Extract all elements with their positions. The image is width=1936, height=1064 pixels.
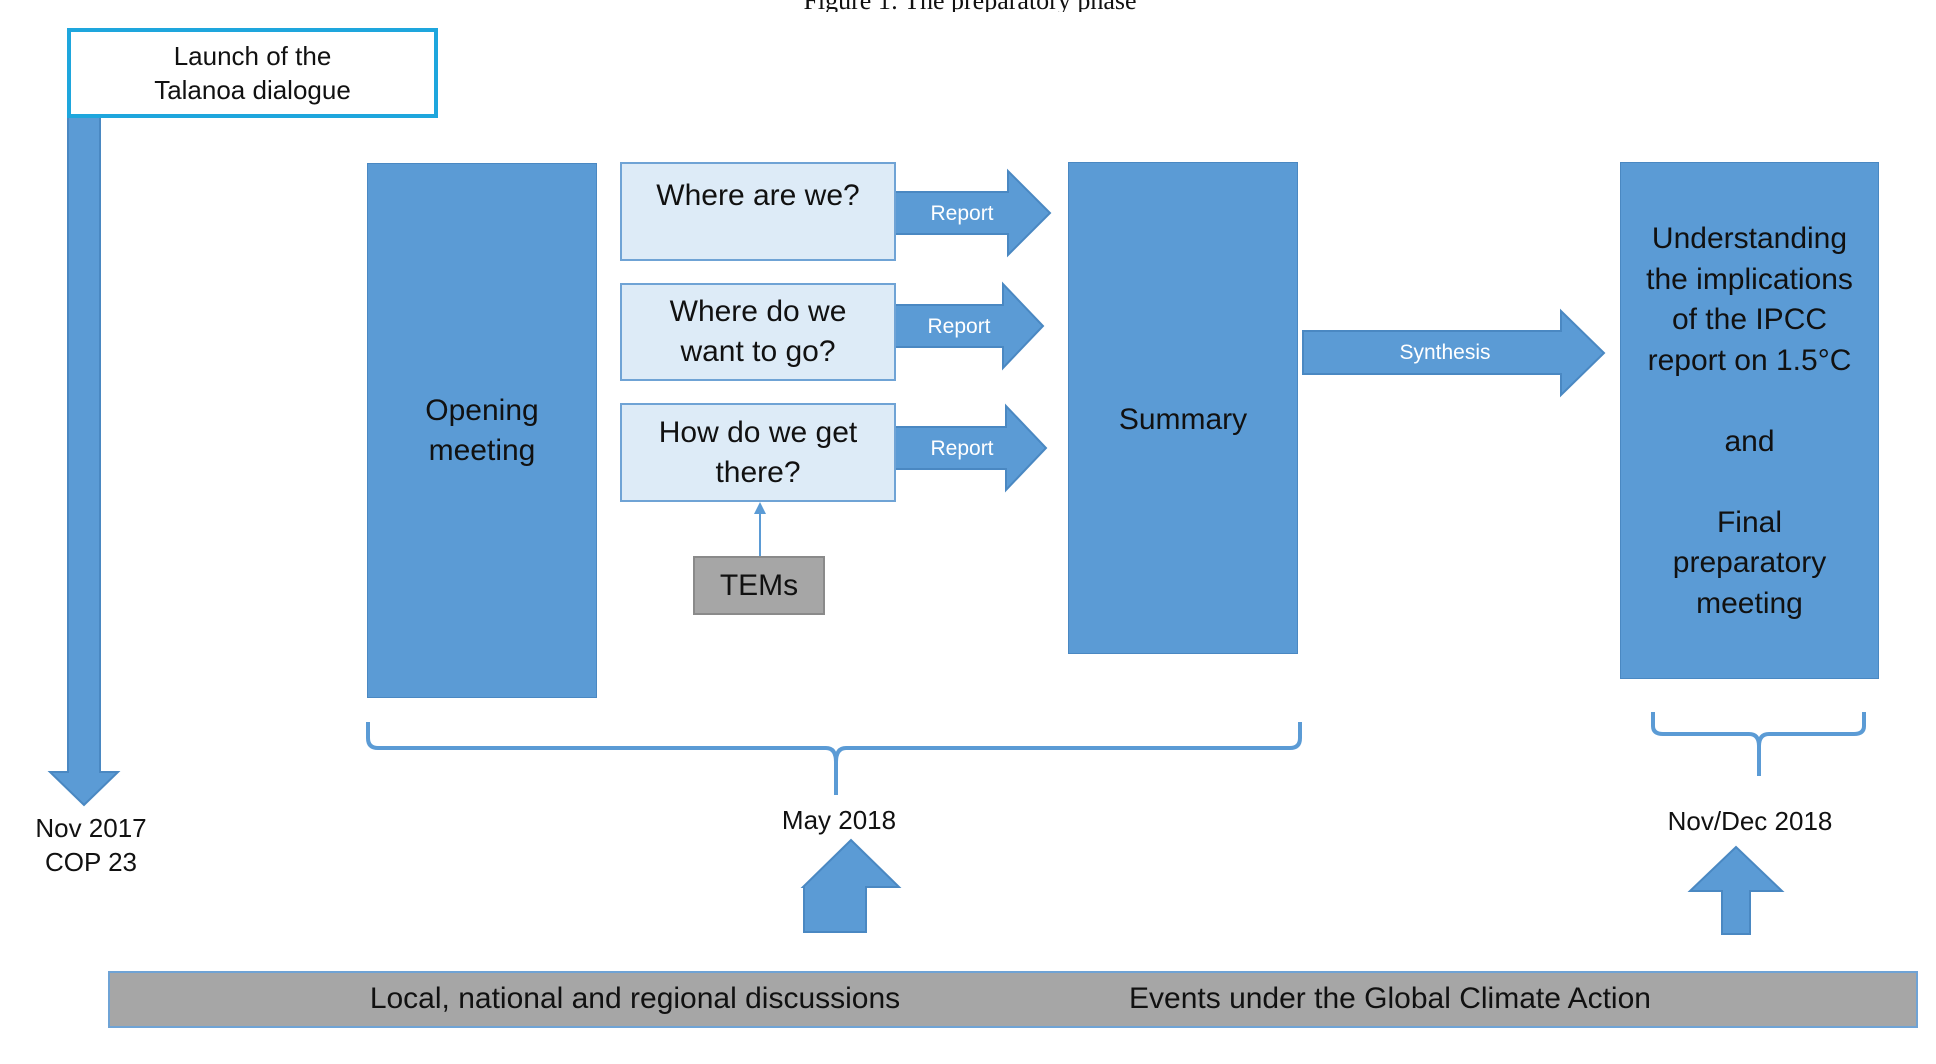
may-2018-label: May 2018 [781,804,897,835]
tems-box: TEMs [693,556,825,615]
final-meeting-box: Understanding the implications of the IP… [1620,162,1879,679]
tems-text: TEMs [719,568,799,602]
report-label-2: Report [927,315,991,338]
timeline-start-label: Nov 2017 COP 23 [35,813,147,877]
where-are-we-box: Where are we? [620,162,896,261]
may-brace [366,722,1302,795]
summary-box: Summary [1068,162,1298,654]
where-are-we-text: Where are we? [656,179,860,212]
how-do-we-get-box: How do we get there? [620,403,896,502]
where-do-we-want-text: Where do we want to go? [669,295,847,368]
local-discussions-text: Local, national and regional discussions [369,982,901,1015]
launch-box-text: Launch of the Talanoa dialogue [154,41,351,105]
report-label-3: Report [930,437,994,460]
novdec-brace [1651,712,1866,776]
report-arrow-3 [894,403,1048,493]
timeline-down-arrow [47,115,121,807]
launch-box: Launch of the Talanoa dialogue [67,28,438,118]
report-label-1: Report [930,202,994,225]
bottom-activities-bar [108,971,1918,1028]
report-arrow-1 [894,168,1052,258]
where-do-we-want-box: Where do we want to go? [620,283,896,381]
summary-text: Summary [1118,403,1248,436]
figure-header: Figure 1: The preparatory phase [760,0,1180,12]
novdec-2018-label: Nov/Dec 2018 [1667,805,1833,836]
up-arrow-right [1687,845,1785,935]
synthesis-arrow [1302,308,1606,398]
opening-meeting-box: Opening meeting [367,163,597,698]
report-arrow-2 [894,281,1045,371]
final-meeting-text: Understanding the implications of the IP… [1646,222,1853,620]
synthesis-label: Synthesis [1399,341,1491,364]
tems-connector-arrowhead [754,502,766,514]
how-do-we-get-text: How do we get there? [658,415,858,489]
global-climate-action-text: Events under the Global Climate Action [1129,982,1651,1015]
opening-meeting-text: Opening meeting [425,393,539,467]
up-arrow-left [800,838,902,933]
